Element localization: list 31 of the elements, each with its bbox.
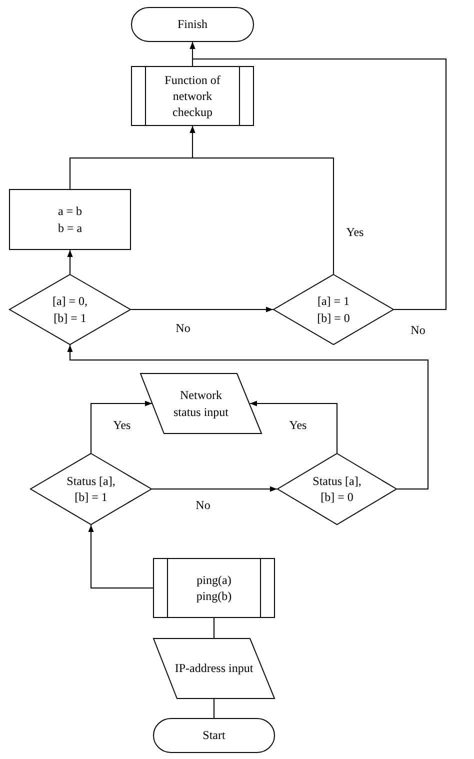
arrow xyxy=(130,306,274,312)
arrow xyxy=(90,400,152,454)
arrow xyxy=(250,400,338,454)
node-label: Start xyxy=(202,727,226,744)
node-label: Status [a],[b] = 1 xyxy=(66,472,116,506)
node-label: IP-address input xyxy=(174,660,254,677)
arrow xyxy=(67,250,73,274)
decision-diamond xyxy=(273,274,394,345)
node-label: Function of network checkup xyxy=(164,72,222,120)
subroutine-box xyxy=(131,66,254,126)
process-box xyxy=(9,189,131,250)
decision-diamond xyxy=(9,274,131,345)
node-label: ping(a) ping(b) xyxy=(195,572,233,604)
subroutine-box xyxy=(153,558,275,618)
decision-diamond xyxy=(277,453,397,525)
arrow xyxy=(67,344,428,490)
node-label: a = b b = a xyxy=(56,203,84,236)
node-label: Network status input xyxy=(172,387,230,420)
arrow xyxy=(88,524,154,588)
node-label: Finish xyxy=(177,16,208,33)
arrow xyxy=(152,486,278,492)
terminator-shape xyxy=(131,7,254,42)
terminator-shape xyxy=(153,718,275,753)
node-label: [a] = 0, [b] = 1 xyxy=(51,293,89,326)
decision-diamond xyxy=(30,453,152,525)
arrow xyxy=(190,42,196,66)
node-label: Status [a],[b] = 0 xyxy=(312,472,362,506)
input-parallelogram xyxy=(153,638,275,699)
node-label: [a] = 1 [b] = 0 xyxy=(316,293,351,326)
arrow xyxy=(70,126,196,190)
input-parallelogram xyxy=(140,373,262,434)
